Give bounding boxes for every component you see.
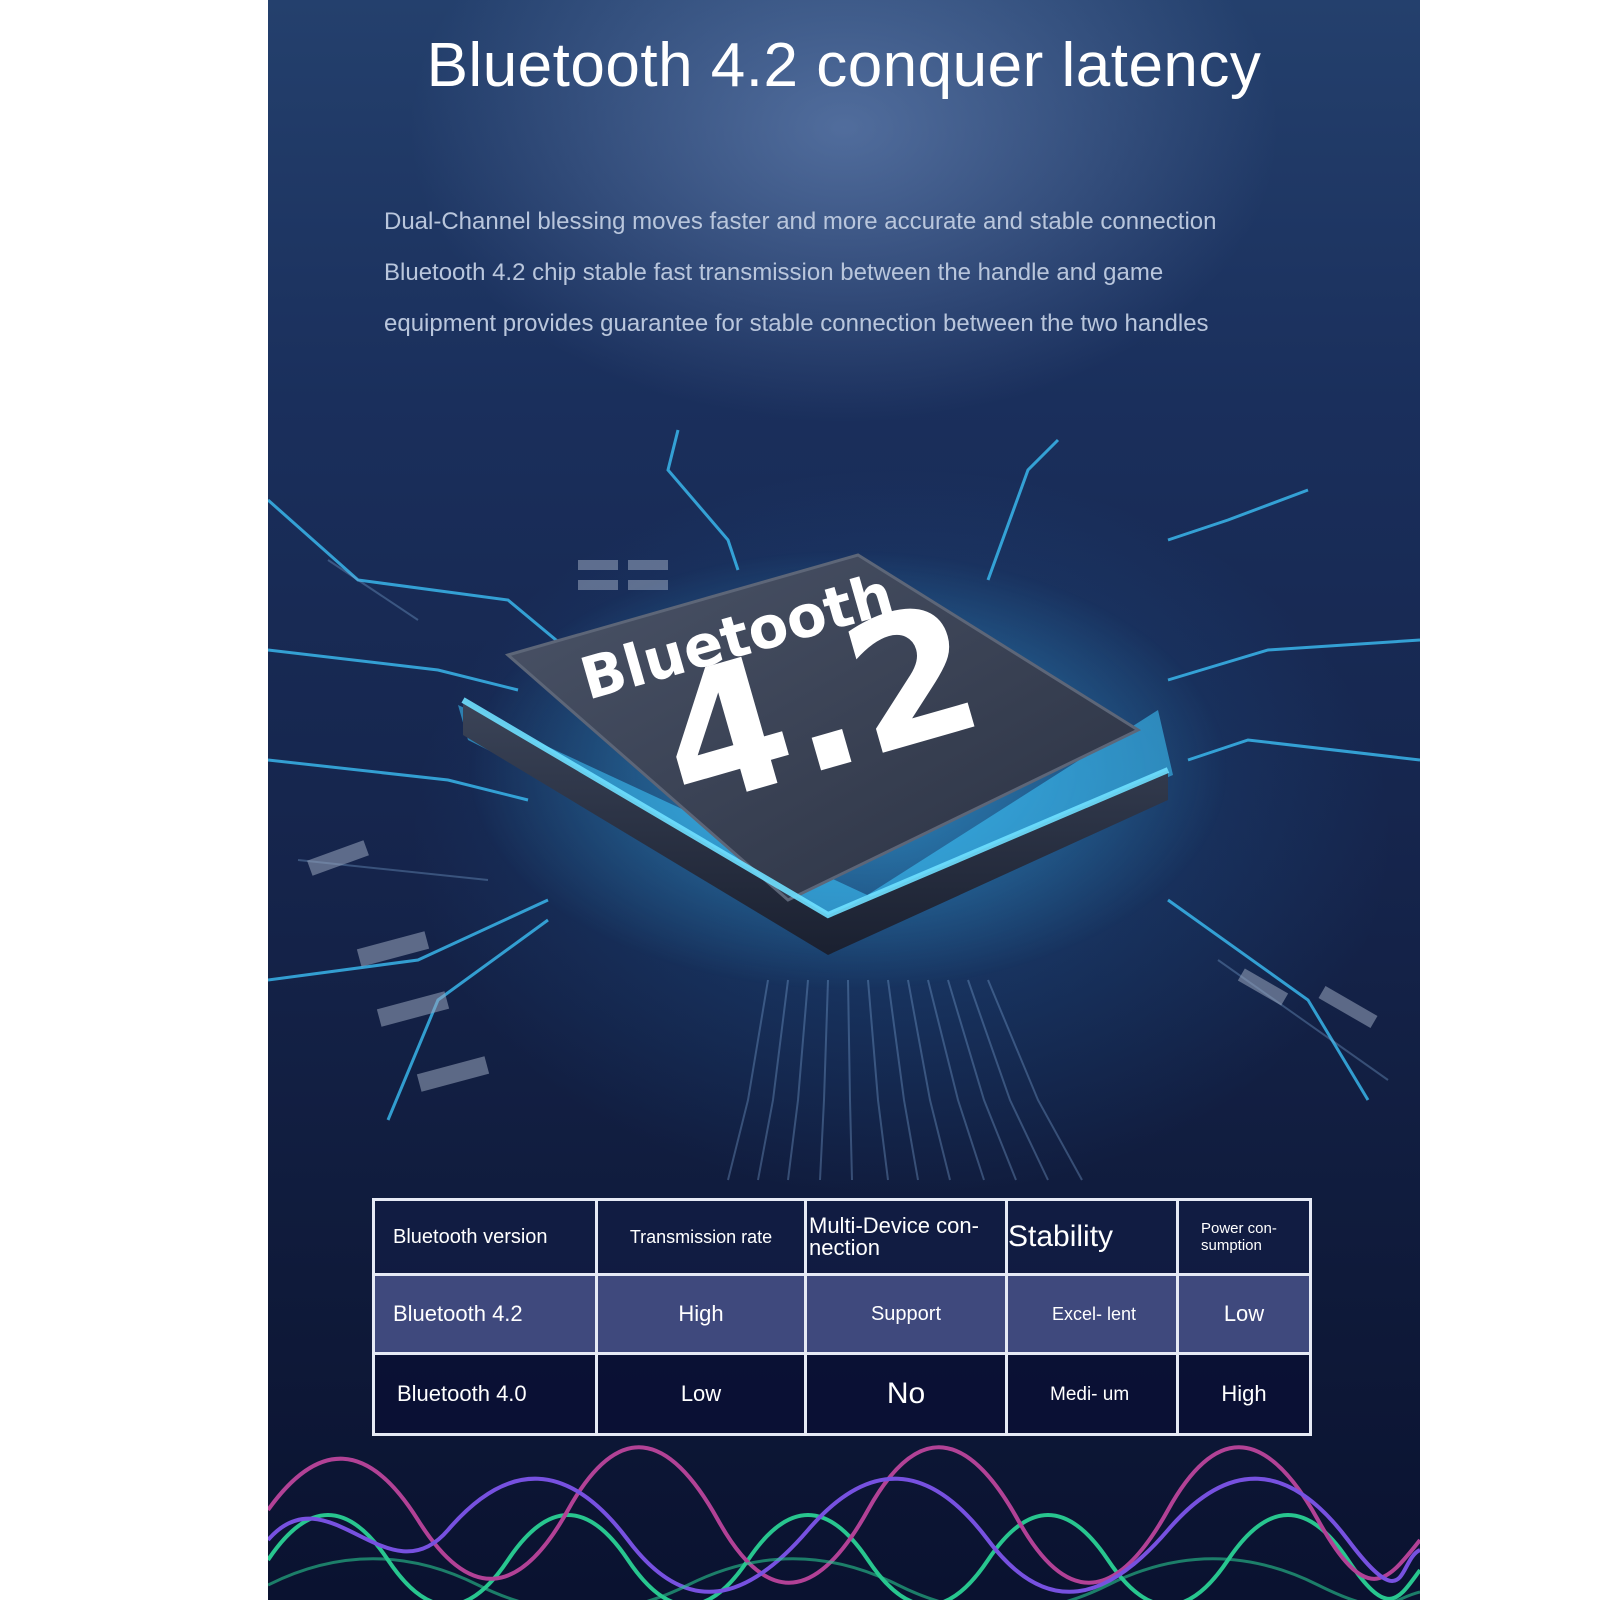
header-power-consumption: Power con- sumption <box>1176 1198 1312 1276</box>
cell-rate: Low <box>595 1352 807 1436</box>
header-multi-device: Multi-Device con- nection <box>804 1198 1008 1276</box>
cell-multi-device: Support <box>804 1273 1008 1355</box>
components <box>307 560 1378 1092</box>
cell-stability: Excel- lent <box>1005 1273 1179 1355</box>
header-bluetooth-version: Bluetooth version <box>372 1198 598 1276</box>
description-line: Bluetooth 4.2 chip stable fast transmiss… <box>384 259 1164 286</box>
circuit-board-illustration: Bluetooth 4.2 <box>268 429 1420 1600</box>
table-header-row: Bluetooth version Transmission rate Mult… <box>372 1198 1312 1276</box>
description-line: Dual-Channel blessing moves faster and m… <box>384 208 1217 235</box>
comparison-table: Bluetooth version Transmission rate Mult… <box>372 1198 1312 1436</box>
cell-multi-device: No <box>804 1352 1008 1436</box>
description-line: equipment provides guarantee for stable … <box>384 310 1209 337</box>
table-row: Bluetooth 4.2 High Support Excel- lent L… <box>372 1273 1312 1355</box>
circuit-traces <box>268 429 1420 1121</box>
cell-rate: High <box>595 1273 807 1355</box>
header-transmission-rate: Transmission rate <box>595 1198 807 1276</box>
description: Dual-Channel blessing moves faster and m… <box>384 196 1324 349</box>
page-title: Bluetooth 4.2 conquer latency <box>426 31 1262 100</box>
product-banner: Bluetooth 4.2 Bluetooth 4.2 conquer late… <box>268 0 1420 1600</box>
circuit-traces-dim <box>297 559 1389 1181</box>
table-row: Bluetooth 4.0 Low No Medi- um High <box>372 1352 1312 1436</box>
cell-stability: Medi- um <box>1005 1352 1179 1436</box>
cell-power: High <box>1176 1352 1312 1436</box>
cell-version: Bluetooth 4.0 <box>372 1352 598 1436</box>
header-stability: Stability <box>1005 1198 1179 1276</box>
sound-waves <box>268 1445 1420 1600</box>
cell-version: Bluetooth 4.2 <box>372 1273 598 1355</box>
cell-power: Low <box>1176 1273 1312 1355</box>
